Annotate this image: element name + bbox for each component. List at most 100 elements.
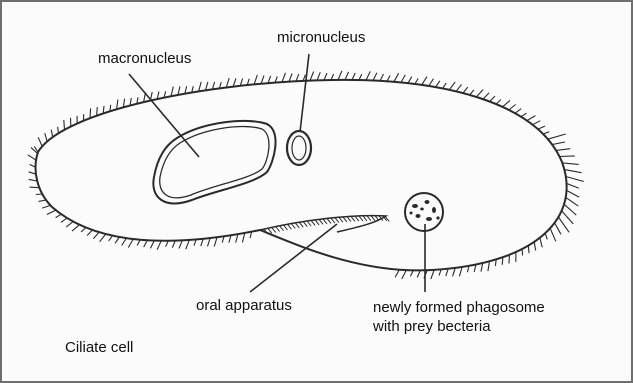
cilium <box>515 109 521 114</box>
cilium <box>552 142 565 145</box>
oral-hair <box>272 227 276 232</box>
macronucleus-leader <box>129 74 199 157</box>
cilium <box>567 190 580 197</box>
cilium <box>66 222 73 227</box>
prey-bacteria <box>410 200 440 221</box>
cilium <box>64 120 65 130</box>
cilium <box>28 155 36 160</box>
cilium <box>556 149 570 151</box>
oral-hair <box>359 216 363 221</box>
cilium <box>395 270 399 278</box>
cilium <box>366 71 370 80</box>
oral-apparatus-label: oral apparatus <box>196 296 292 315</box>
oral-hair <box>280 226 284 231</box>
cilium <box>560 156 575 157</box>
cilium <box>352 73 355 80</box>
cilium <box>150 241 154 249</box>
oral-hair <box>311 220 315 225</box>
cilium <box>490 96 495 101</box>
macronucleus-inner-membrane <box>160 127 269 198</box>
oral-hair <box>319 219 323 224</box>
cilium <box>436 81 440 87</box>
cilium <box>566 197 579 206</box>
oral-hair <box>315 220 319 225</box>
macronucleus-shape <box>153 121 275 204</box>
cilium <box>483 93 489 99</box>
cilium <box>97 107 98 116</box>
cilium <box>555 223 561 235</box>
oral-hair <box>295 223 299 228</box>
cilium <box>317 72 320 80</box>
cilium <box>558 217 569 232</box>
cilium <box>449 82 455 90</box>
oral-hair <box>335 218 339 223</box>
oral-hair <box>291 224 295 229</box>
cilium <box>534 242 536 251</box>
oral-hair <box>367 216 371 221</box>
cell-membrane <box>36 80 567 271</box>
phagosome-label-line1: newly formed phagosome <box>373 298 545 317</box>
oral-hair <box>355 216 359 221</box>
oral-hair <box>351 216 355 221</box>
cilium <box>540 238 542 248</box>
phagosome-label-line2: with prey becteria <box>373 317 491 336</box>
oral-hair <box>327 218 331 223</box>
cilium <box>338 71 342 80</box>
oral-hair <box>303 222 307 227</box>
cilium <box>39 200 47 201</box>
cilium <box>562 163 578 165</box>
cilium <box>47 210 56 214</box>
cilium <box>128 239 133 248</box>
cilium <box>72 225 80 231</box>
oral-hair <box>363 216 367 221</box>
cilium <box>373 73 377 81</box>
cilium <box>417 270 420 277</box>
cilium <box>463 87 468 93</box>
oral-hair <box>331 218 335 223</box>
oral-hair <box>287 224 291 229</box>
cilium <box>548 134 566 139</box>
cilium <box>45 133 48 141</box>
cilium <box>550 228 556 241</box>
cilium <box>122 238 127 245</box>
cilium <box>429 79 434 86</box>
cilium <box>38 137 42 146</box>
cilium <box>30 187 40 188</box>
cilium <box>503 100 511 107</box>
cilium <box>566 177 584 182</box>
cilium <box>214 237 217 246</box>
cilium <box>282 73 286 82</box>
cilium <box>310 72 314 81</box>
cilium <box>476 90 483 97</box>
cilium <box>42 205 50 208</box>
oral-hair <box>307 221 311 226</box>
cilium <box>431 270 434 279</box>
cilium <box>527 116 536 121</box>
cilium <box>562 211 574 224</box>
oral-apparatus-leader <box>250 224 337 292</box>
cilium <box>93 232 99 239</box>
cilium <box>345 72 349 80</box>
cilium <box>533 121 541 125</box>
cilium <box>401 75 405 83</box>
cilium <box>422 77 427 85</box>
cilium <box>564 204 576 215</box>
cilium <box>186 240 190 249</box>
cilium <box>394 73 399 82</box>
micronucleus-leader <box>300 54 309 132</box>
oral-hair <box>347 217 351 222</box>
oral-hair <box>284 225 288 230</box>
cilium <box>117 100 118 110</box>
cilium <box>509 105 516 111</box>
oral-hair <box>276 227 280 232</box>
cilium <box>100 234 106 242</box>
cilium <box>90 108 91 118</box>
oral-hair <box>343 217 347 222</box>
cilium <box>242 233 244 243</box>
cilium <box>456 84 461 91</box>
micronucleus-label: micronucleus <box>277 28 365 47</box>
cilium <box>567 183 579 188</box>
cilium <box>171 87 173 97</box>
